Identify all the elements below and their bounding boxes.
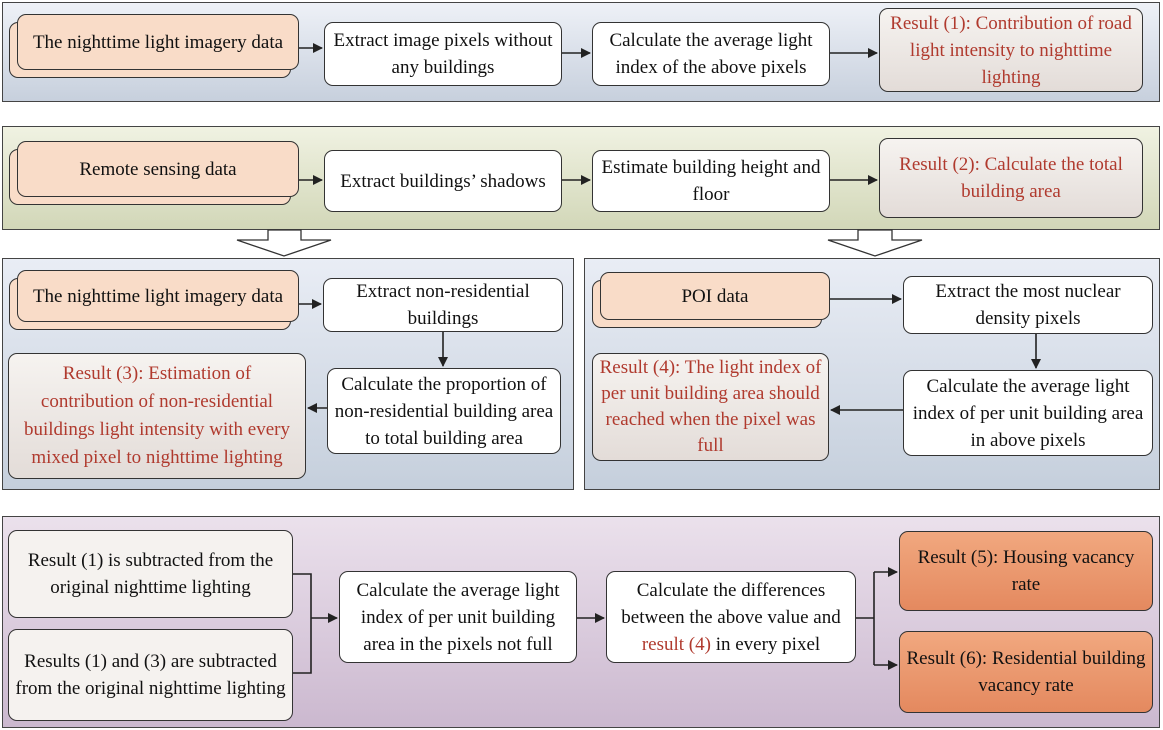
result-3-box: Result (3): Estimation of contribution o…: [8, 353, 306, 479]
box-label: The nighttime light imagery data: [32, 285, 284, 307]
box-label: Result (1) is subtracted from the origin…: [27, 550, 274, 598]
box-label: Result (6): Residential building vacancy…: [906, 648, 1146, 696]
box-label: POI data: [681, 285, 749, 307]
box-label: Result (2): Calculate the total building…: [899, 154, 1123, 202]
box-label: Extract buildings’ shadows: [340, 170, 546, 192]
average-light-not-full-box: Calculate the average light index of per…: [339, 571, 577, 663]
result-4-box: Result (4): The light index of per unit …: [592, 353, 829, 461]
box-label: Result (4): The light index of per unit …: [599, 357, 822, 456]
differences-box: Calculate the differences between the ab…: [606, 571, 856, 663]
box-label: Calculate the proportion of non-resident…: [334, 373, 554, 449]
box-label: Extract the most nuclear density pixels: [935, 281, 1121, 329]
box-label: Result (5): Housing vacancy rate: [917, 547, 1135, 595]
box-label: Calculate the differences between the ab…: [613, 577, 849, 658]
box-label: Extract image pixels without any buildin…: [333, 30, 553, 78]
box-label: The nighttime light imagery data: [32, 31, 284, 53]
result-5-box: Result (5): Housing vacancy rate: [899, 531, 1153, 611]
average-light-unit-box: Calculate the average light index of per…: [903, 370, 1153, 456]
nighttime-light-data-box: The nighttime light imagery data: [17, 14, 299, 70]
box-label: Result (1): Contribution of road light i…: [890, 12, 1132, 88]
box-label: Calculate the average light index of per…: [912, 375, 1144, 451]
differences-text: Calculate the differences between the ab…: [621, 579, 841, 628]
poi-data-box: POI data: [600, 272, 830, 320]
box-label: Remote sensing data: [79, 158, 237, 180]
box-label: Calculate the average light index of the…: [609, 30, 813, 78]
result-1-box: Result (1): Contribution of road light i…: [879, 8, 1143, 92]
differences-text-end: in every pixel: [715, 633, 821, 655]
result-2-box: Result (2): Calculate the total building…: [879, 138, 1143, 218]
down-arrow-left: [236, 229, 332, 257]
extract-density-box: Extract the most nuclear density pixels: [903, 276, 1153, 334]
proportion-box: Calculate the proportion of non-resident…: [327, 368, 561, 454]
estimate-height-box: Estimate building height and floor: [592, 150, 830, 212]
box-label: Result (3): Estimation of contribution o…: [24, 363, 290, 468]
down-arrow-right: [827, 229, 923, 257]
extract-pixels-box: Extract image pixels without any buildin…: [324, 22, 562, 86]
box-label: Extract non-residential buildings: [356, 281, 530, 329]
subtract-result-1-3-box: Results (1) and (3) are subtracted from …: [8, 629, 293, 721]
result-6-box: Result (6): Residential building vacancy…: [899, 631, 1153, 713]
box-label: Results (1) and (3) are subtracted from …: [15, 651, 286, 699]
average-light-box: Calculate the average light index of the…: [592, 22, 830, 86]
extract-non-residential-box: Extract non-residential buildings: [323, 278, 563, 332]
nighttime-light-data-box-2: The nighttime light imagery data: [17, 270, 299, 322]
subtract-result-1-box: Result (1) is subtracted from the origin…: [8, 530, 293, 618]
box-label: Calculate the average light index of per…: [356, 579, 560, 655]
remote-sensing-data-box: Remote sensing data: [17, 141, 299, 197]
result-4-reference: result (4): [641, 633, 711, 655]
extract-shadows-box: Extract buildings’ shadows: [324, 150, 562, 212]
box-label: Estimate building height and floor: [601, 157, 821, 205]
